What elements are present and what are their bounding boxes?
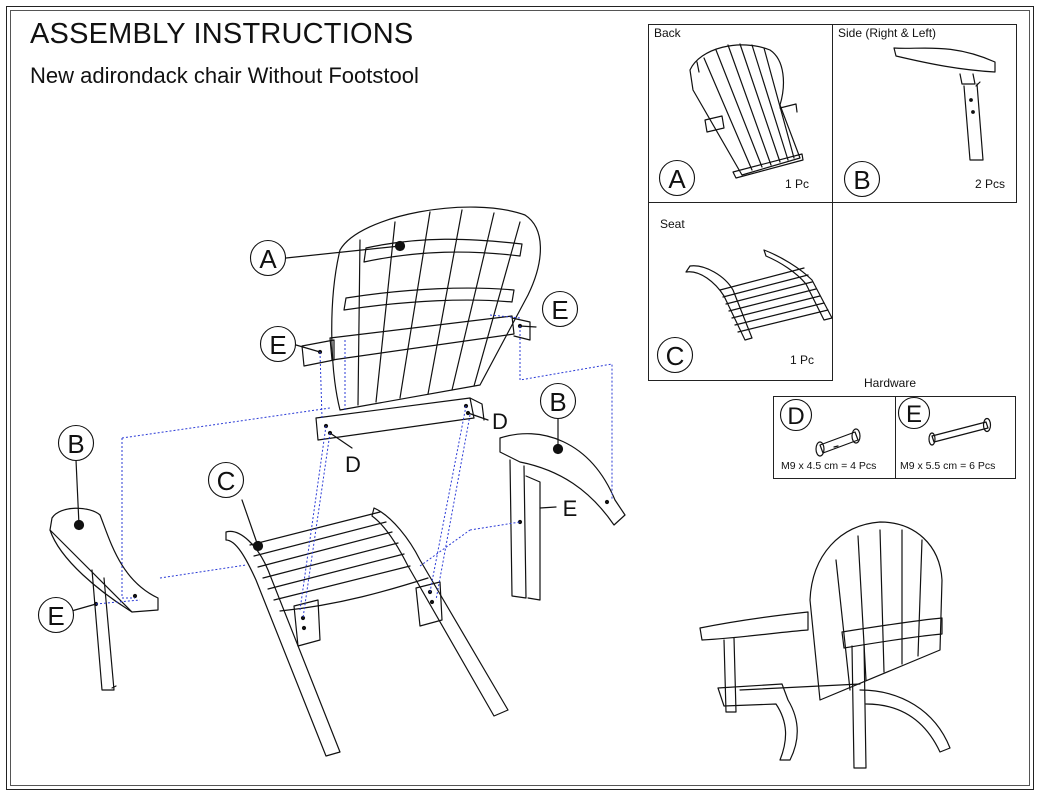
hardware-panel-e (895, 396, 1016, 479)
callout-d-hardware: D (787, 403, 804, 430)
bolt-d-drawing (815, 428, 861, 457)
page-subtitle: New adirondack chair Without Footstool (30, 63, 419, 88)
part-label-back: Back (654, 26, 681, 40)
thumb-seat-drawing (685, 249, 833, 341)
thumb-side-drawing (893, 47, 996, 161)
leader-lines (67, 245, 559, 613)
inner-border (10, 10, 1030, 786)
callout-e-topleft: E (269, 330, 286, 360)
callout-a-main: A (259, 244, 277, 274)
callout-d-left: D (345, 452, 361, 477)
callout-a-thumb: A (668, 164, 686, 194)
callout-circle-d-hardware (779, 398, 813, 432)
callout-circle-e-topright (541, 290, 579, 328)
page-title: ASSEMBLY INSTRUCTIONS (30, 18, 414, 50)
callout-circle-a-main (249, 239, 287, 277)
part-panel-side (832, 24, 1017, 203)
hardware-spec-e: M9 x 5.5 cm = 6 Pcs (900, 460, 996, 472)
callout-b-left: B (67, 429, 84, 459)
callout-circle-e-topleft (259, 325, 297, 363)
callout-circle-a-thumb (658, 159, 696, 197)
hardware-title: Hardware (864, 376, 917, 390)
callout-e-right: E (563, 496, 578, 521)
part-count-seat: 1 Pc (790, 353, 815, 367)
callout-c-thumb: C (666, 341, 685, 371)
callout-circle-e-left (37, 596, 75, 634)
assembled-chair-drawing (699, 521, 951, 769)
instruction-sheet (6, 6, 1034, 790)
hardware-spec-d: M9 x 4.5 cm = 4 Pcs (781, 460, 877, 472)
callout-circle-c-main (207, 461, 245, 499)
part-count-side: 2 Pcs (975, 177, 1006, 191)
callout-circle-c-thumb (656, 336, 694, 374)
callout-e-hardware: E (906, 401, 922, 428)
callout-circle-b-right (539, 382, 577, 420)
left-side-drawing (49, 507, 159, 691)
callout-e-left: E (47, 601, 64, 631)
callout-e-topright: E (551, 295, 568, 325)
callout-circle-e-hardware (897, 396, 931, 430)
part-label-side: Side (Right & Left) (838, 26, 937, 40)
seat-assembly-drawing (225, 507, 509, 757)
assembly-guides (95, 314, 613, 619)
thumb-back-drawing (689, 43, 804, 179)
part-panel-seat (648, 202, 833, 381)
part-label-seat: Seat (660, 217, 685, 231)
back-assembly-drawing (301, 206, 541, 441)
part-count-back: 1 Pc (785, 177, 810, 191)
bolt-e-drawing (928, 417, 992, 446)
callout-d-right: D (492, 409, 508, 434)
callout-b-thumb: B (853, 165, 870, 195)
callout-b-right: B (549, 387, 566, 417)
callout-circle-b-left (57, 424, 95, 462)
callout-c-main: C (217, 466, 236, 496)
callout-circle-b-thumb (843, 160, 881, 198)
